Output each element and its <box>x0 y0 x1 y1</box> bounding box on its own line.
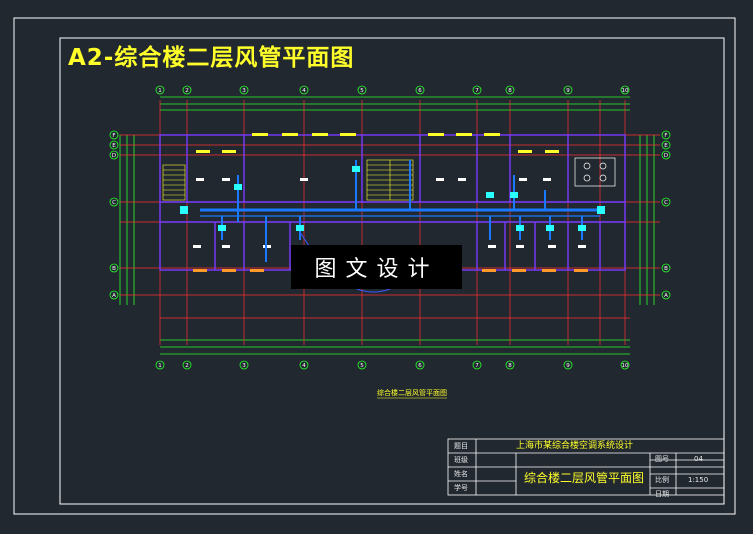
axis-bottom-7-label: 7 <box>475 363 479 369</box>
axis-top-4-label: 4 <box>302 88 306 94</box>
axis-left-B-label: B <box>112 266 116 272</box>
axis-bottom-2-label: 2 <box>185 363 189 369</box>
axis-bottom-7-bubble <box>472 360 482 370</box>
axis-top-4-bubble <box>299 85 309 95</box>
left-dimension-lines <box>119 135 135 305</box>
axis-left-E-label: E <box>112 143 116 149</box>
axis-right-A-label: A <box>664 293 668 299</box>
axis-left-F-label: F <box>112 133 115 139</box>
axis-bottom-6-label: 6 <box>418 363 422 369</box>
axis-right-B-label: B <box>664 266 668 272</box>
stairs-left <box>162 164 186 201</box>
axis-bottom-9-label: 9 <box>566 363 570 369</box>
scale-label: 比例 <box>655 476 669 484</box>
axis-right-D-label: D <box>664 153 668 159</box>
axis-top-9-label: 9 <box>566 88 570 94</box>
axis-bottom-8-label: 8 <box>508 363 512 369</box>
axis-top-10-label: 10 <box>622 88 629 94</box>
bottom-dimension-lines <box>160 339 630 355</box>
axis-bottom-5-bubble <box>357 360 367 370</box>
axis-right-D-bubble <box>661 150 671 160</box>
inner-border <box>59 37 725 505</box>
drawing-caption: 综合楼二层风管平面图 <box>377 389 447 397</box>
axis-top-6-label: 6 <box>418 88 422 94</box>
axis-bottom-3-bubble <box>239 360 249 370</box>
scale-value: 1:150 <box>688 476 709 484</box>
axis-top-5-label: 5 <box>360 88 364 94</box>
axis-top-7-bubble <box>472 85 482 95</box>
axis-right-F-bubble <box>661 130 671 140</box>
axis-left-A-label: A <box>112 293 116 299</box>
axis-bottom-4-label: 4 <box>302 363 306 369</box>
axis-right-E-label: E <box>664 143 668 149</box>
label-title: 题目 <box>454 442 468 450</box>
top-dimension-lines <box>160 96 630 111</box>
sheet-label: 图号 <box>655 455 669 463</box>
title-block-drawing-name: 综合楼二层风管平面图 <box>524 471 645 485</box>
project-name: 上海市某综合楼空调系统设计 <box>516 441 634 451</box>
label-class: 班级 <box>454 456 468 464</box>
room-fixtures <box>193 178 586 248</box>
diffusers <box>180 166 605 231</box>
axis-right-B-bubble <box>661 263 671 273</box>
axis-top-6-bubble <box>415 85 425 95</box>
axis-top-9-bubble <box>563 85 573 95</box>
axis-left-A-bubble <box>109 290 119 300</box>
axis-top-8-bubble <box>505 85 515 95</box>
axis-right-E-bubble <box>661 140 671 150</box>
axis-left-D-bubble <box>109 150 119 160</box>
outer-border <box>13 17 736 515</box>
axis-top-8-label: 8 <box>508 88 512 94</box>
axis-bottom-4-bubble <box>299 360 309 370</box>
axis-right-A-bubble <box>661 290 671 300</box>
axis-top-2-bubble <box>182 85 192 95</box>
axis-top-1-label: 1 <box>158 88 162 94</box>
axis-left-C-label: C <box>112 200 116 206</box>
axis-bottom-6-bubble <box>415 360 425 370</box>
axis-right-C-label: C <box>664 200 668 206</box>
restroom-fixtures <box>574 157 616 187</box>
axis-bottom-3-label: 3 <box>242 363 246 369</box>
axis-left-E-bubble <box>109 140 119 150</box>
watermark-badge: 图文设计 <box>291 245 462 289</box>
axis-top-5-bubble <box>357 85 367 95</box>
axis-top-3-bubble <box>239 85 249 95</box>
axis-bottom-10-label: 10 <box>622 363 629 369</box>
axis-bottom-5-label: 5 <box>360 363 364 369</box>
label-student-id: 学号 <box>454 484 468 492</box>
axis-bottom-2-bubble <box>182 360 192 370</box>
axis-right-F-label: F <box>664 133 667 139</box>
axis-left-D-label: D <box>112 153 116 159</box>
window-markers-top <box>196 133 559 153</box>
axis-top-2-label: 2 <box>185 88 189 94</box>
axis-right-C-bubble <box>661 197 671 207</box>
axis-left-C-bubble <box>109 197 119 207</box>
axis-bottom-8-bubble <box>505 360 515 370</box>
title-block-frame <box>447 438 725 496</box>
label-name: 姓名 <box>454 470 468 478</box>
axis-top-3-label: 3 <box>242 88 246 94</box>
stairs-center <box>366 159 414 201</box>
axis-top-7-label: 7 <box>475 88 479 94</box>
right-dimension-lines <box>639 135 655 305</box>
axis-top-10-bubble <box>620 85 630 95</box>
date-label: 日期 <box>655 490 669 498</box>
axis-left-B-bubble <box>109 263 119 273</box>
axis-bottom-1-label: 1 <box>158 363 162 369</box>
axis-bottom-10-bubble <box>620 360 630 370</box>
axis-left-F-bubble <box>109 130 119 140</box>
axis-bottom-1-bubble <box>155 360 165 370</box>
window-markers-bottom <box>193 269 588 272</box>
axis-bottom-9-bubble <box>563 360 573 370</box>
axis-top-1-bubble <box>155 85 165 95</box>
sheet-value: 04 <box>694 455 703 463</box>
drawing-title: A2-综合楼二层风管平面图 <box>68 45 355 71</box>
